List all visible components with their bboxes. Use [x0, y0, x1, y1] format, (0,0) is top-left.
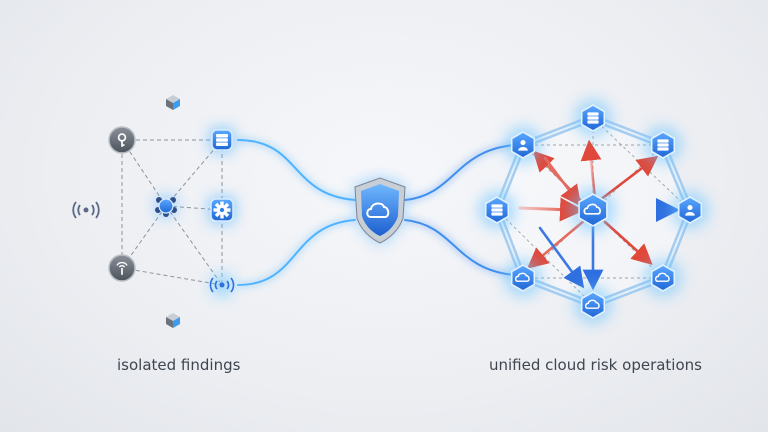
database-icon	[209, 127, 235, 153]
red-arrow	[543, 156, 582, 207]
wireless-signal-icon	[209, 273, 235, 297]
cloud-icon	[644, 259, 682, 297]
caption-isolated-findings: isolated findings	[117, 356, 241, 374]
cube-icon	[166, 95, 180, 110]
user-icon	[504, 126, 542, 164]
network-hub-icon	[154, 194, 178, 218]
antenna-icon	[108, 254, 136, 282]
wireless-signal-icon	[72, 201, 100, 219]
database-icon	[574, 99, 612, 137]
user-icon	[671, 191, 709, 229]
cloud-icon	[574, 286, 612, 324]
blue-arrow	[538, 226, 585, 289]
risk-flow-arrows	[518, 139, 680, 291]
left-dashed-network	[121, 139, 223, 286]
red-arrow	[603, 220, 653, 265]
key-icon	[108, 126, 136, 154]
cloud-icon	[571, 188, 615, 232]
red-arrow	[518, 197, 584, 222]
gear-icon	[208, 196, 236, 224]
cloud-icon	[504, 259, 542, 297]
database-icon	[478, 191, 516, 229]
red-arrow	[527, 218, 587, 269]
flow-lines-right	[404, 144, 516, 276]
database-icon	[644, 126, 682, 164]
red-arrow	[598, 155, 659, 202]
caption-unified-cloud-risk-operations: unified cloud risk operations	[489, 356, 702, 374]
flow-lines-left	[237, 139, 356, 286]
cube-icon	[166, 313, 180, 328]
shield-cloud-icon	[354, 176, 406, 245]
